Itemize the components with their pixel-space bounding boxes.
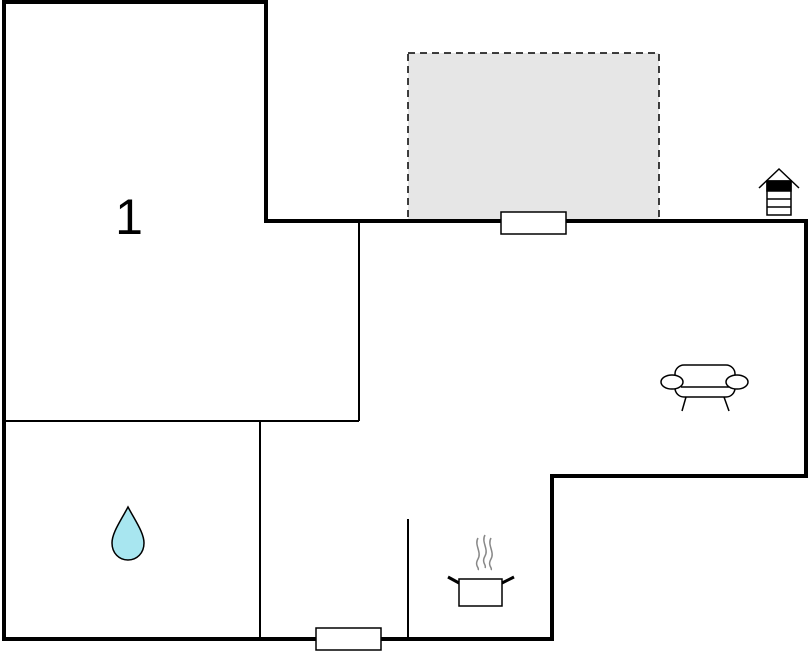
outer-wall [2, 0, 808, 641]
sofa-icon [660, 364, 749, 412]
entrance-door [315, 627, 382, 651]
water-drop-icon [111, 505, 145, 561]
terrace-door [500, 211, 567, 235]
house-entrance-icon [758, 167, 800, 216]
room-number-1: 1 [115, 189, 143, 245]
pot-icon [447, 534, 515, 607]
terrace-area [407, 52, 660, 221]
